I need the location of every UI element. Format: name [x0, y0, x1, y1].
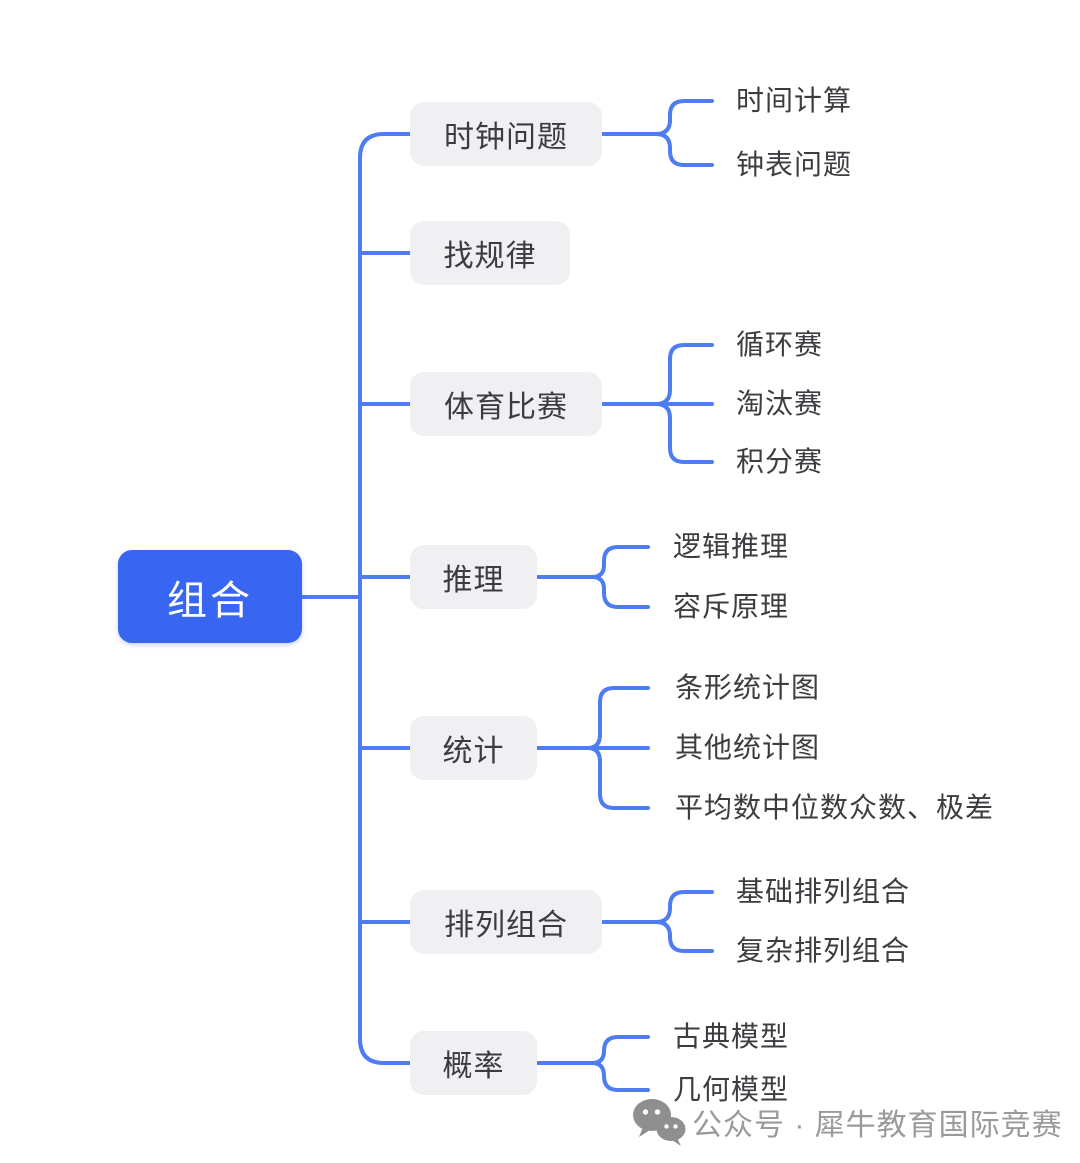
branch-node-sports-competitions[interactable]: 体育比赛 — [410, 372, 602, 436]
connector-sports-child-down — [654, 402, 714, 464]
leaf-clock-table-problems[interactable]: 钟表问题 — [736, 149, 853, 180]
watermark-text: 公众号 · 犀牛教育国际竞赛 — [692, 1109, 1063, 1142]
connector-statistics-child-up — [586, 686, 650, 750]
branch-node-permutation-combination[interactable]: 排列组合 — [410, 890, 602, 954]
connector-clock-child-down — [654, 132, 714, 167]
leaf-knockout[interactable]: 淘汰赛 — [736, 388, 824, 419]
connector-reasoning-child-up — [590, 545, 650, 579]
leaf-logical-reasoning[interactable]: 逻辑推理 — [673, 531, 790, 562]
connector-clock-child-up — [654, 99, 714, 136]
leaf-classical-model[interactable]: 古典模型 — [673, 1021, 790, 1052]
leaf-bar-chart[interactable]: 条形统计图 — [675, 672, 821, 703]
branch-node-statistics[interactable]: 统计 — [410, 716, 537, 780]
watermark: 公众号 · 犀牛教育国际竞赛 — [632, 1098, 1063, 1146]
branch-node-clock-problems[interactable]: 时钟问题 — [410, 102, 602, 166]
branch-node-find-patterns[interactable]: 找规律 — [410, 221, 570, 285]
branch-node-probability[interactable]: 概率 — [410, 1031, 537, 1095]
connector-permutation-child-down — [654, 920, 714, 953]
connector-sports-child-up — [654, 343, 714, 406]
root-node-combinatorics[interactable]: 组合 — [118, 550, 302, 643]
leaf-mean-median-mode-range[interactable]: 平均数中位数众数、极差 — [675, 792, 995, 823]
leaf-time-calculation[interactable]: 时间计算 — [736, 85, 853, 116]
connector-probability-child-down — [590, 1061, 650, 1092]
branch-node-reasoning[interactable]: 推理 — [410, 545, 537, 609]
leaf-inclusion-exclusion[interactable]: 容斥原理 — [673, 591, 790, 622]
connector-statistics-child-down — [586, 746, 650, 810]
leaf-other-charts[interactable]: 其他统计图 — [675, 732, 821, 763]
leaf-points-tournament[interactable]: 积分赛 — [736, 446, 824, 477]
connector-permutation-child-up — [654, 890, 714, 924]
leaf-round-robin[interactable]: 循环赛 — [736, 329, 824, 360]
leaf-basic-permutation-combination[interactable]: 基础排列组合 — [736, 876, 911, 907]
connector-trunk — [358, 132, 412, 1065]
leaf-geometric-model[interactable]: 几何模型 — [673, 1074, 790, 1105]
wechat-icon — [633, 1099, 686, 1146]
connector-reasoning-child-down — [590, 575, 650, 609]
leaf-complex-permutation-combination[interactable]: 复杂排列组合 — [736, 935, 911, 966]
connector-probability-child-up — [590, 1035, 650, 1065]
